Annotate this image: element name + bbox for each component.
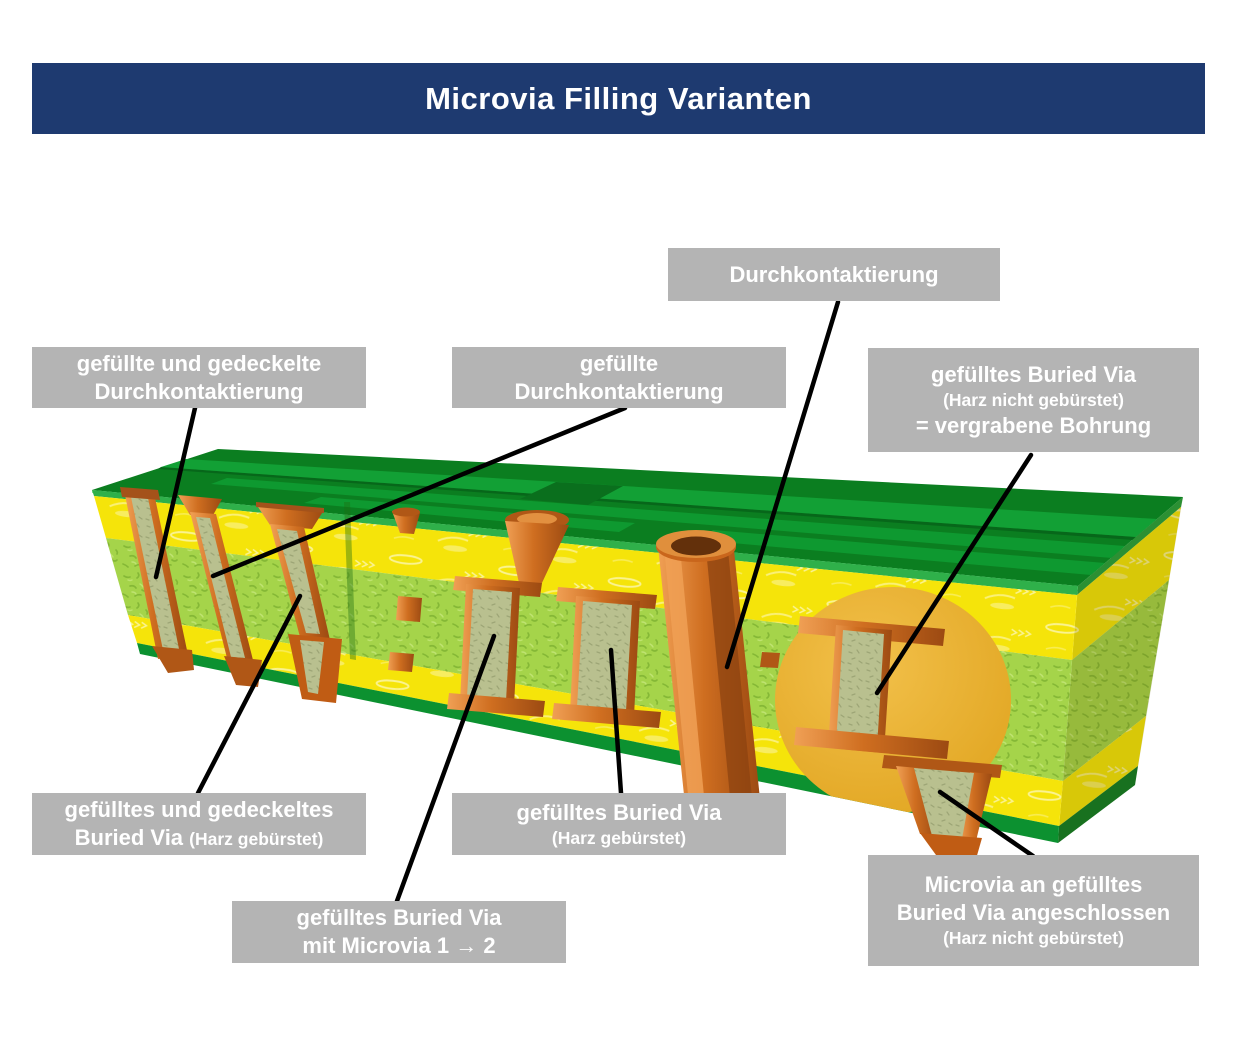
- via-filled-capped-buried: [256, 502, 342, 703]
- pointer-line: [195, 593, 303, 796]
- pointer-line: [608, 647, 624, 796]
- microvia-connection: [882, 755, 1002, 859]
- label-line: gefülltes Buried Via: [516, 799, 722, 825]
- buried-via-brushed: [552, 587, 661, 728]
- pointer-line: [394, 633, 497, 904]
- label-gefuelltes-buried-via-vergrabene-bohrung: gefülltes Buried Via (Harz nicht gebürst…: [868, 348, 1199, 452]
- label-line: (Harz nicht gebürstet): [943, 928, 1124, 948]
- label-line: Durchkontaktierung: [94, 378, 304, 404]
- pointer-line: [874, 452, 1034, 696]
- label-durchkontaktierung: Durchkontaktierung: [668, 248, 1000, 301]
- pointer-line: [724, 299, 841, 670]
- label-line: Buried Via (Harz gebürstet): [32, 824, 366, 853]
- label-line-main: Buried Via: [74, 824, 184, 850]
- label-line: gefüllte: [579, 350, 659, 376]
- label-gefuellte-und-gedeckelte-durchkontaktierung: gefüllte und gedeckelte Durchkontaktieru…: [32, 347, 366, 408]
- pointer-line: [937, 789, 1036, 859]
- label-line: Durchkontaktierung: [514, 378, 724, 404]
- label-line: gefülltes Buried Via: [931, 361, 1136, 387]
- pointer-lines: [153, 299, 1036, 904]
- pointer-line: [210, 405, 628, 579]
- via-filled-through-hole: [178, 495, 262, 687]
- label-gefuellte-durchkontaktierung: gefüllte Durchkontaktierung: [452, 347, 786, 408]
- page-title: Microvia Filling Varianten: [425, 80, 812, 116]
- resin-blob: [775, 587, 1011, 813]
- label-line: (Harz gebürstet): [551, 827, 687, 848]
- pointer-line: [153, 405, 198, 580]
- label-line: Microvia an gefülltes: [924, 872, 1143, 897]
- label-line: (Harz nicht gebürstet): [943, 389, 1124, 410]
- label-line-note: (Harz gebürstet): [189, 828, 324, 849]
- title-bar: Microvia Filling Varianten: [32, 63, 1205, 134]
- copper-trace-stubs: [388, 507, 780, 672]
- label-gefuelltes-buried-via-gebuerstet: gefülltes Buried Via (Harz gebürstet): [452, 793, 786, 855]
- board-right-face: [1058, 497, 1183, 843]
- label-line: Buried Via angeschlossen: [896, 900, 1171, 925]
- label-line: gefülltes Buried Via: [296, 905, 502, 930]
- label-line: gefülltes und gedeckeltes: [64, 796, 334, 822]
- label-gefuelltes-buried-via-mit-microvia: gefülltes Buried Via mit Microvia 1 → 2: [232, 901, 566, 963]
- label-line: Durchkontaktierung: [729, 261, 939, 287]
- label-microvia-an-buried-via: Microvia an gefülltes Buried Via angesch…: [868, 855, 1199, 966]
- label-line: gefüllte und gedeckelte: [76, 350, 322, 376]
- label-gefuelltes-und-gedeckeltes-buried-via: gefülltes und gedeckeltes Buried Via (Ha…: [32, 793, 366, 855]
- buried-via-in-resin: [794, 616, 949, 759]
- label-line: = vergrabene Bohrung: [915, 412, 1152, 438]
- label-line: mit Microvia 1 → 2: [302, 933, 496, 958]
